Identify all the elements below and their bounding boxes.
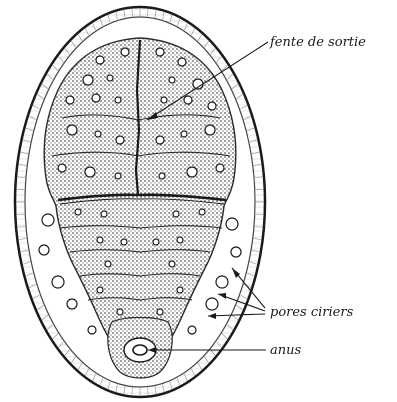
wax-pore (115, 173, 121, 179)
wax-pore (67, 125, 77, 135)
wax-pore (178, 58, 186, 66)
anus-opening (133, 345, 147, 355)
wax-pore (83, 75, 93, 85)
wax-pore (88, 326, 96, 334)
wax-pore (117, 309, 123, 315)
wax-pore (208, 102, 216, 110)
wax-pore (181, 131, 187, 137)
wax-pore (184, 96, 192, 104)
wax-pore (216, 276, 228, 288)
wax-pore (121, 239, 127, 245)
label-exit-slit: fente de sortie (269, 35, 366, 50)
rim-striation (132, 388, 133, 396)
wax-pore (52, 276, 64, 288)
wax-pore (169, 77, 175, 83)
wax-pore (231, 247, 241, 257)
wax-pore (85, 167, 95, 177)
wax-pore (97, 287, 103, 293)
wax-pore (205, 125, 215, 135)
label-wax-pores: pores ciriers (270, 305, 354, 320)
wax-pore (156, 48, 164, 56)
wax-pore (96, 56, 104, 64)
wax-pore (206, 298, 218, 310)
wax-pore (187, 167, 197, 177)
rim-striation (256, 189, 264, 190)
wax-pore (92, 94, 100, 102)
wax-pore (121, 48, 129, 56)
rim-striation (16, 189, 24, 190)
wax-pore (107, 75, 113, 81)
wax-pore (75, 209, 81, 215)
wax-pore (188, 326, 196, 334)
wax-pore (161, 97, 167, 103)
wax-pore (177, 237, 183, 243)
wax-pore (173, 211, 179, 217)
rim-striation (148, 388, 149, 396)
wax-pore (95, 131, 101, 137)
wax-pore (199, 209, 205, 215)
wax-pore (169, 261, 175, 267)
wax-pore (156, 136, 164, 144)
wax-pore (159, 173, 165, 179)
wax-pore (101, 211, 107, 217)
rim-striation (132, 8, 133, 16)
rim-striation (16, 214, 24, 215)
wax-pore (116, 136, 124, 144)
rim-striation (256, 214, 264, 215)
wax-pore (105, 261, 111, 267)
wax-pore (216, 164, 224, 172)
wax-pore (157, 309, 163, 315)
wax-pore (153, 239, 159, 245)
wax-pore (177, 287, 183, 293)
wax-pore (67, 299, 77, 309)
rim-striation (148, 8, 149, 16)
wax-pore (226, 218, 238, 230)
label-anus: anus (270, 343, 301, 358)
wax-pore (66, 96, 74, 104)
wax-pore (115, 97, 121, 103)
wax-pore (42, 214, 54, 226)
wax-pore (97, 237, 103, 243)
wax-pore (39, 245, 49, 255)
wax-pore (58, 164, 66, 172)
